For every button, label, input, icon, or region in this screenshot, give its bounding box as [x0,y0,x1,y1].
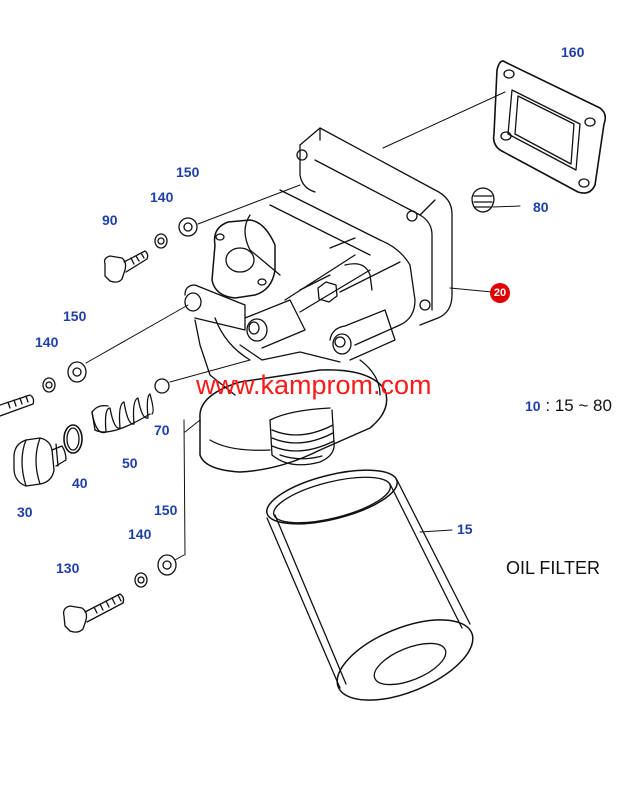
plug-30 [13,437,67,487]
callout-30: 30 [17,504,33,520]
torque-legend: 10 : 15 ~ 80 [525,396,612,416]
spring-50 [91,393,154,434]
filter-head-body [184,127,453,473]
callout-40: 40 [72,475,88,491]
callout-140-top: 140 [150,189,174,205]
callout-70: 70 [154,422,170,438]
callout-140-mid: 140 [35,334,59,350]
ball-70 [154,378,170,394]
callout-160: 160 [561,44,585,60]
diagram-title: OIL FILTER [506,558,601,578]
lockwasher-140-mid [42,377,56,393]
callout-15: 15 [457,521,473,537]
fitting-80 [471,187,495,213]
callout-150-bot: 150 [154,502,178,518]
lockwasher-140-top [154,233,168,249]
washer-150-top [178,217,198,237]
bolt-90 [103,250,149,283]
long-bolt-mid [0,394,35,417]
washer-150-mid [67,361,87,383]
callout-140-bot: 140 [128,526,152,542]
callout-50: 50 [122,455,138,471]
legend-number: 10 [525,398,541,414]
o-ring-40 [63,424,83,454]
callout-80: 80 [533,199,549,215]
lockwasher-140-bot [134,572,148,588]
leader-lines [85,91,521,561]
callout-150-mid: 150 [63,308,87,324]
callout-90: 90 [102,212,118,228]
watermark: www.kamprom.com [196,370,432,400]
washer-150-bot [157,554,177,576]
gasket-160 [492,60,607,194]
legend-range: : 15 ~ 80 [545,396,612,415]
callout-20-badge: 20 [490,283,510,303]
bolt-130 [62,593,125,633]
callout-150-top: 150 [176,164,200,180]
callout-130: 130 [56,560,80,576]
oil-filter-cartridge-15 [266,469,474,701]
